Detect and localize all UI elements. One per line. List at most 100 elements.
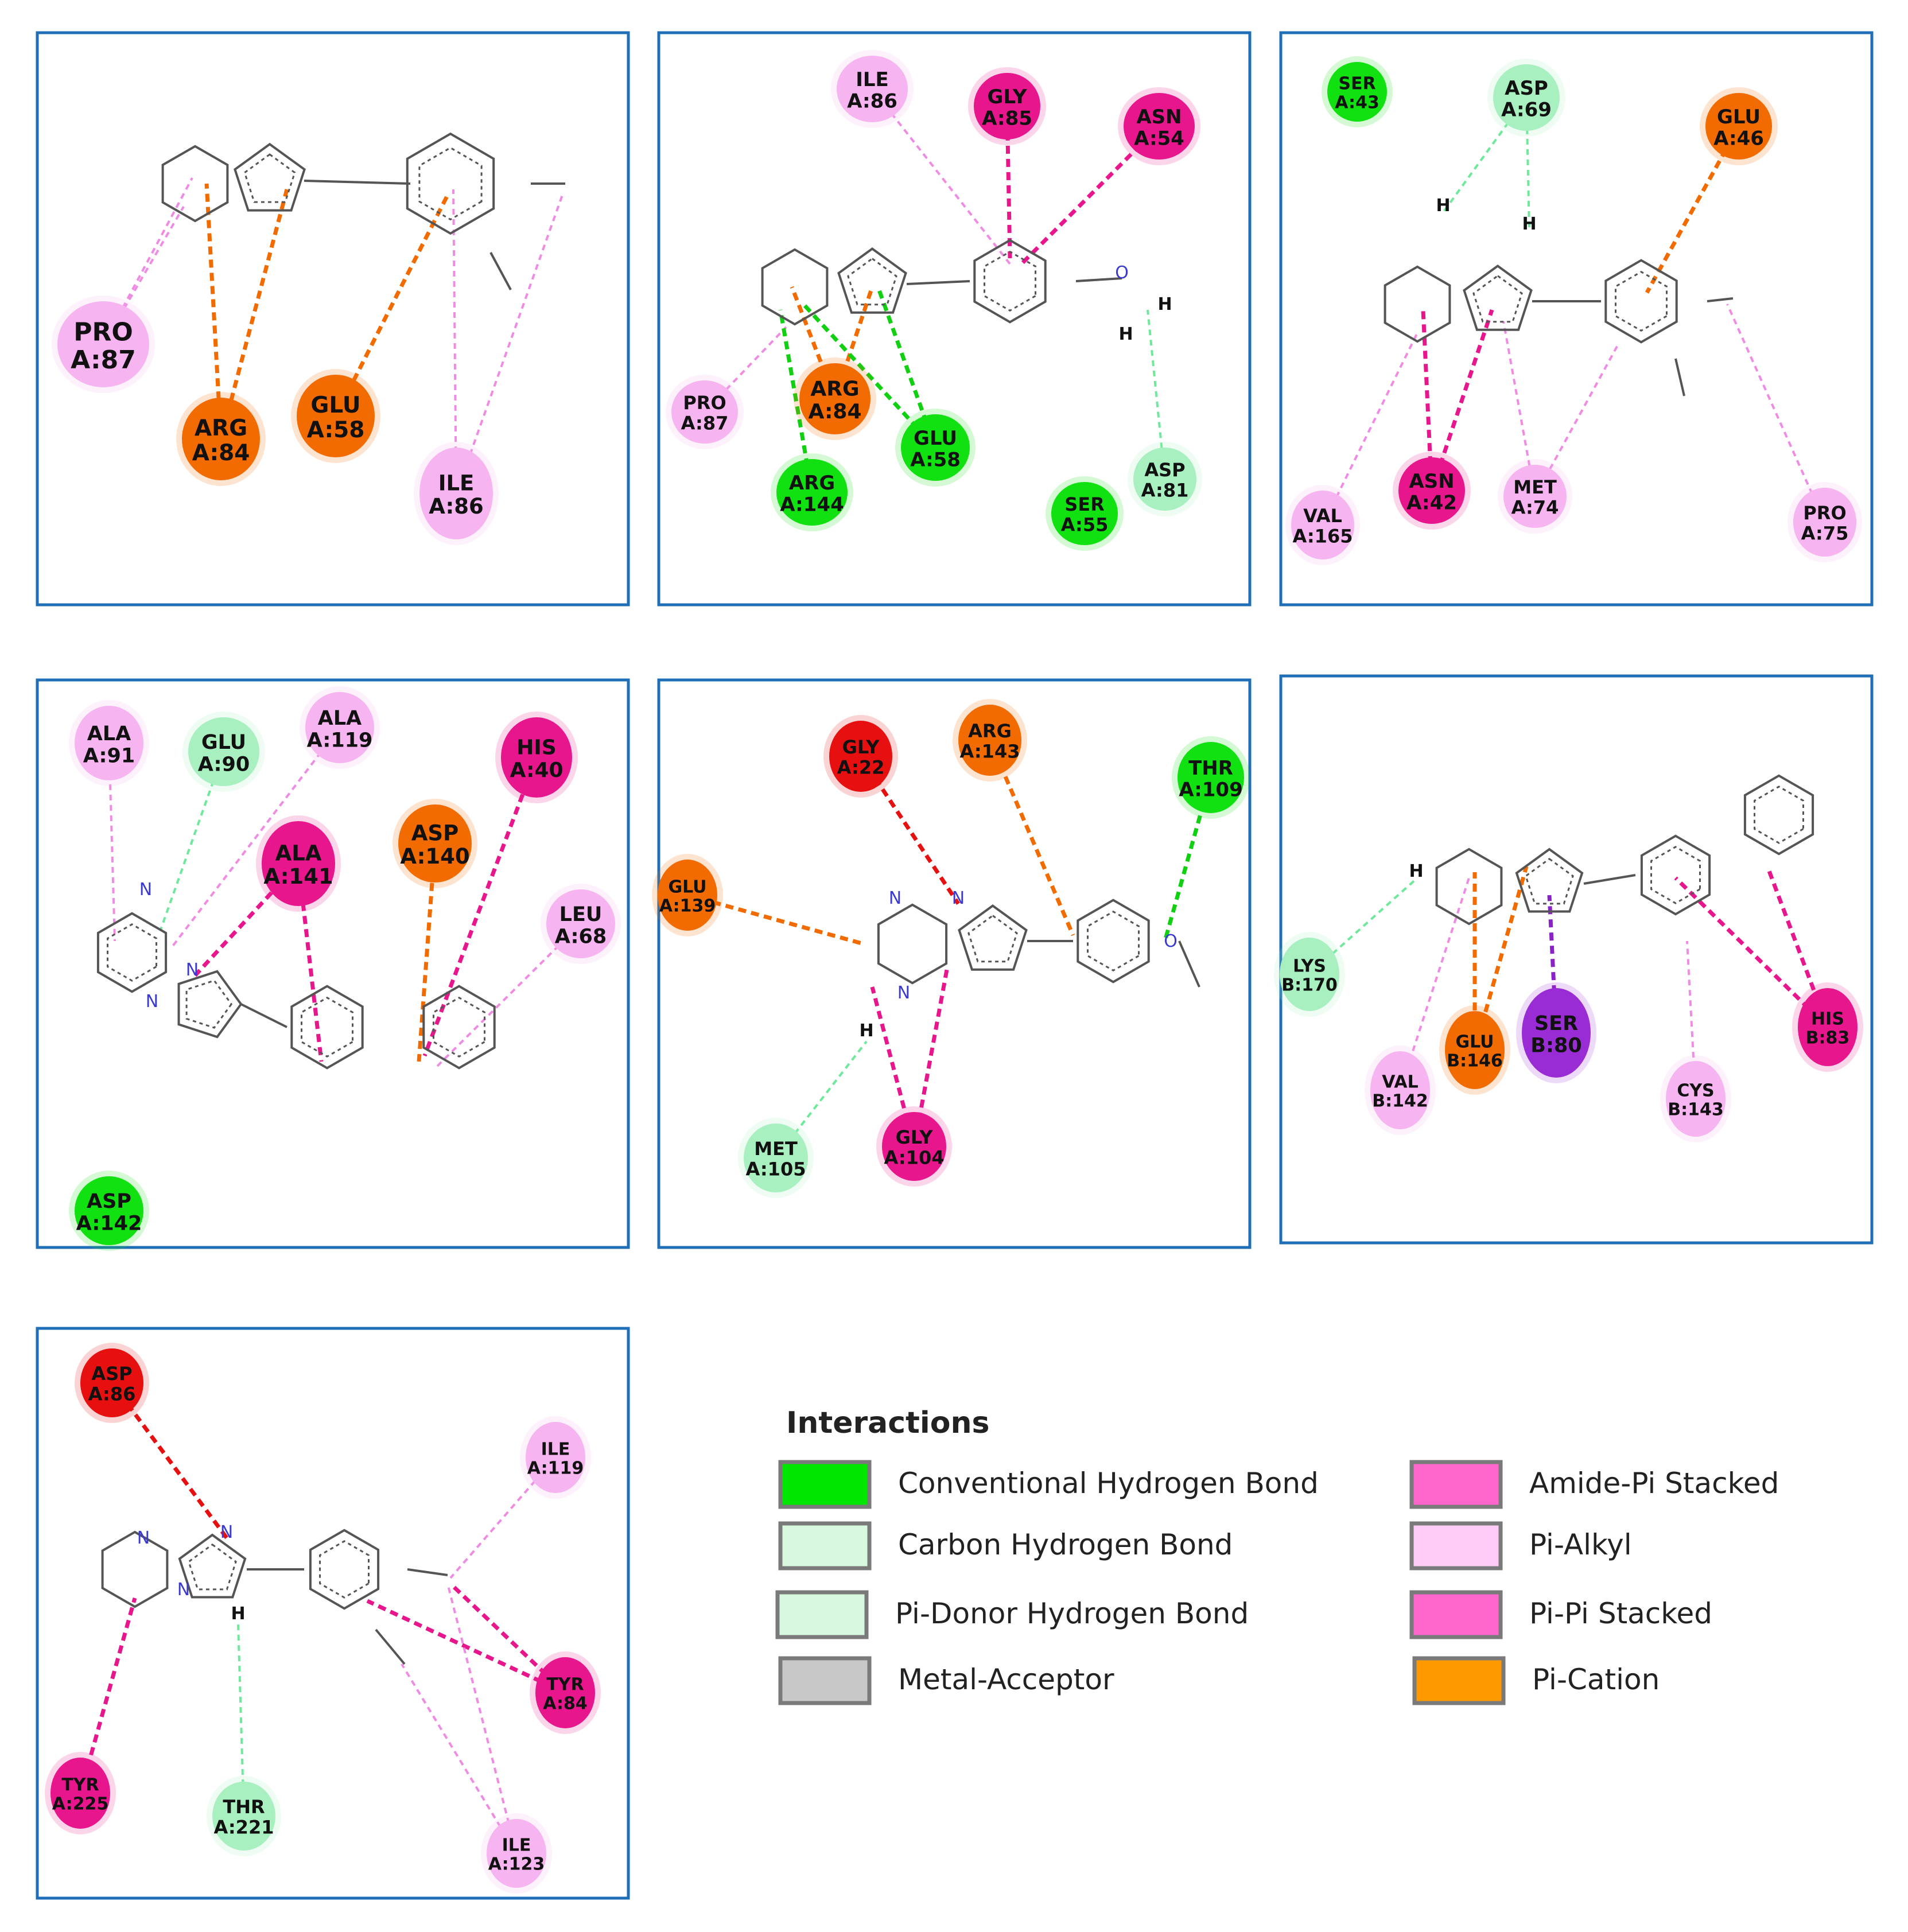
residue-id: A:84 [543, 1694, 588, 1714]
residue-bubble [901, 414, 970, 481]
residue-name: THR [1188, 757, 1233, 780]
residue-bubble [535, 1657, 595, 1728]
residue-name: HIS [516, 736, 556, 760]
residue-name: ALA [87, 722, 131, 745]
residue-id: A:87 [681, 412, 729, 434]
residue-bubble [1327, 62, 1387, 122]
residue-id: A:142 [76, 1212, 142, 1235]
ring-link-bond [1583, 874, 1636, 885]
atom-label: O [1164, 931, 1178, 951]
ring [290, 985, 364, 1070]
aromatic-ring [1087, 910, 1140, 972]
residue-bubble [419, 448, 493, 539]
interaction-line [171, 726, 341, 948]
residue-bubble [1178, 742, 1244, 813]
interaction-line [988, 739, 1075, 936]
residue-bubble [398, 804, 472, 883]
residue-bubble [487, 1819, 546, 1888]
residue-name: VAL [1382, 1072, 1419, 1093]
residue-bubble [546, 889, 615, 958]
residue-bubble [212, 1782, 275, 1851]
interaction-line [704, 326, 787, 413]
legend-label: Pi-Alkyl [1529, 1528, 1632, 1561]
interaction-line [333, 194, 450, 417]
legend-swatch [1409, 1521, 1503, 1571]
interaction-line [1399, 877, 1470, 1091]
ring [1604, 259, 1678, 344]
substituent-bond [1674, 358, 1685, 396]
legend-label: Pi-Cation [1532, 1663, 1660, 1696]
interaction-line [1502, 321, 1536, 497]
ring [178, 1533, 247, 1599]
panel-6: HLYSB:170VALB:142GLUB:146SERB:80CYSB:143… [1274, 674, 1874, 1245]
aromatic-ring [1472, 274, 1523, 323]
substituent-bond [1707, 297, 1734, 302]
residue-bubble [799, 363, 871, 434]
ring-link-bond [906, 280, 970, 285]
hydrogen-label: H [1409, 861, 1423, 881]
residue-id: A:68 [555, 925, 607, 948]
legend-swatch [778, 1521, 872, 1571]
residue-name: SER [1338, 74, 1375, 94]
legend: Interactions Conventional Hydrogen BondC… [775, 1406, 1779, 1705]
residue-id: A:109 [1179, 778, 1243, 801]
legend-label: Pi-Donor Hydrogen Bond [895, 1597, 1249, 1630]
legend-swatch [778, 1460, 872, 1509]
ring [1463, 265, 1533, 331]
interaction-line [422, 756, 539, 1057]
residue-id: B:142 [1372, 1091, 1428, 1111]
atom-label: N [139, 880, 152, 900]
residue-name: MET [754, 1138, 798, 1160]
residue-bubble [1493, 64, 1560, 131]
ligand-structure [161, 132, 565, 290]
aromatic-ring [847, 257, 897, 306]
residue-name: LEU [559, 903, 603, 926]
residue-bubble [1522, 988, 1591, 1078]
panel-frame [1279, 31, 1874, 607]
residue-bubble [1051, 482, 1118, 545]
residue-id: B:143 [1668, 1100, 1724, 1120]
hydrogen-label: H [1436, 196, 1450, 216]
residue-name: ASP [411, 821, 458, 845]
substituent-bond [1075, 277, 1122, 282]
ring [973, 239, 1047, 324]
interaction-line [1322, 332, 1419, 526]
ligand-structure [1435, 774, 1814, 926]
atom-label: N [177, 1580, 190, 1600]
residue-name: GLU [1717, 106, 1761, 129]
ring [761, 248, 829, 326]
residue-bubble [501, 717, 572, 798]
residue-id: A:54 [1134, 127, 1184, 150]
residue-bubble [1280, 938, 1339, 1011]
aromatic-ring [433, 996, 485, 1058]
aromatic-ring [1615, 270, 1668, 332]
legend-label: Pi-Pi Stacked [1529, 1597, 1712, 1630]
residue-bubble [1666, 1061, 1726, 1137]
residue-bubble [188, 717, 259, 786]
residue-id: A:42 [1406, 491, 1457, 514]
residue-bubble [974, 73, 1040, 139]
residue-id: A:75 [1801, 522, 1849, 544]
residue-bubble [1370, 1051, 1430, 1129]
interaction-lines [102, 177, 564, 494]
residue-name: ASN [1409, 470, 1454, 493]
residue-id: A:91 [83, 744, 135, 767]
residue-name: HIS [1811, 1009, 1844, 1029]
ring [96, 912, 168, 993]
substituent-bond [407, 1568, 448, 1576]
legend-label: Carbon Hydrogen Bond [898, 1528, 1233, 1561]
residue-bubble [658, 860, 717, 931]
